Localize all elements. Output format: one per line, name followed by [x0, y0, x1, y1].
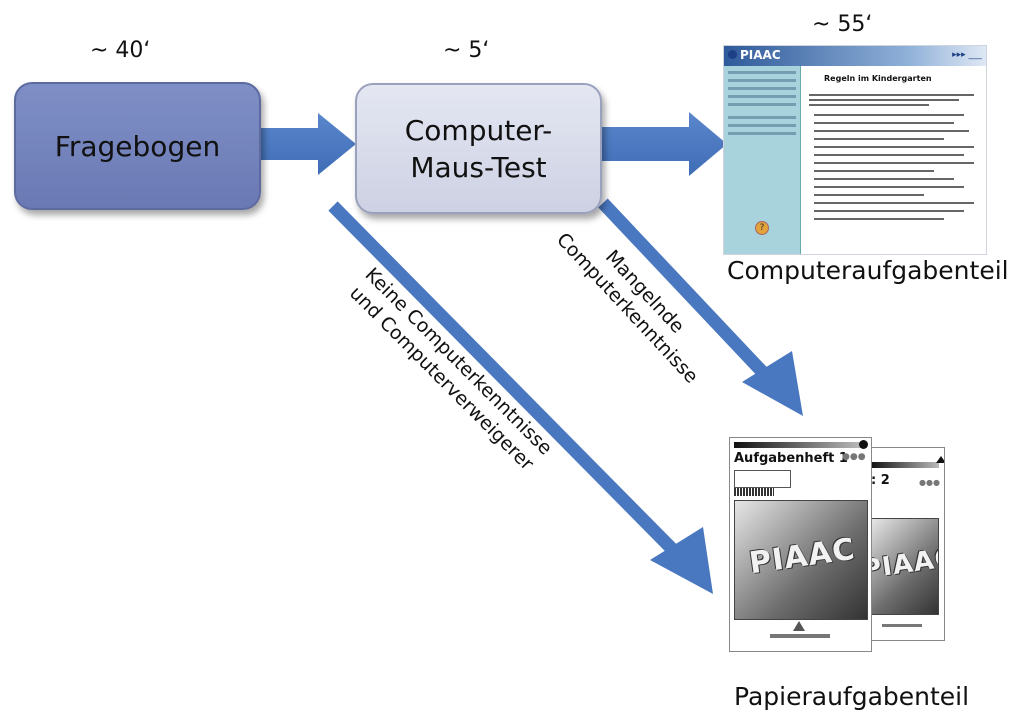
piaac-logo-front: PIAAC	[747, 531, 858, 582]
screen-logo: PIAAC	[740, 48, 781, 62]
computer-task-screenshot: PIAAC ▸▸▸ ___ ? Regeln im Kindergarten	[723, 45, 987, 255]
fragebogen-label: Fragebogen	[54, 129, 221, 163]
maus-test-box: Computer- Maus-Test	[355, 83, 602, 214]
paper-outcome-label: Papieraufgabenteil	[734, 682, 970, 711]
booklet-back: : 2 ●●● PIAAC	[866, 447, 945, 641]
arrow-mangelnde-head	[742, 351, 803, 416]
time-computer: ~ 55‘	[812, 12, 873, 37]
maus-test-label: Computer- Maus-Test	[404, 113, 553, 184]
barcode	[734, 488, 774, 496]
arrow-fragebogen-to-maus	[258, 113, 356, 175]
booklet-front-title: Aufgabenheft 1	[734, 451, 848, 466]
screen-nav: ▸▸▸ ___	[952, 50, 982, 60]
arrow-keine-head	[650, 527, 713, 594]
computer-outcome-label: Computeraufgabenteil	[727, 256, 1009, 285]
screen-logo-dot	[728, 50, 737, 59]
booklet-front: Aufgabenheft 1 ●●● PIAAC	[729, 437, 872, 652]
fragebogen-box: Fragebogen	[14, 82, 261, 210]
name-box	[734, 470, 791, 488]
screen-header	[724, 46, 986, 66]
booklet-front-cover-image: PIAAC	[734, 500, 868, 620]
arrow-keine-shaft	[328, 201, 683, 560]
help-icon: ?	[755, 221, 769, 235]
arrow-mangelnde-shaft	[598, 198, 775, 385]
time-maus-test: ~ 5‘	[443, 38, 490, 63]
arrow-maus-to-computer	[599, 112, 727, 176]
oecd-logo-front: ●●●	[842, 452, 866, 462]
booklet-back-title: : 2	[871, 473, 890, 488]
screen-title: Regeln im Kindergarten	[824, 74, 932, 83]
piaac-logo-back: PIAAC	[871, 542, 939, 586]
oecd-logo-back: ●●●	[919, 478, 940, 487]
time-fragebogen: ~ 40‘	[90, 38, 151, 63]
booklet-back-cover-image: PIAAC	[871, 518, 939, 615]
